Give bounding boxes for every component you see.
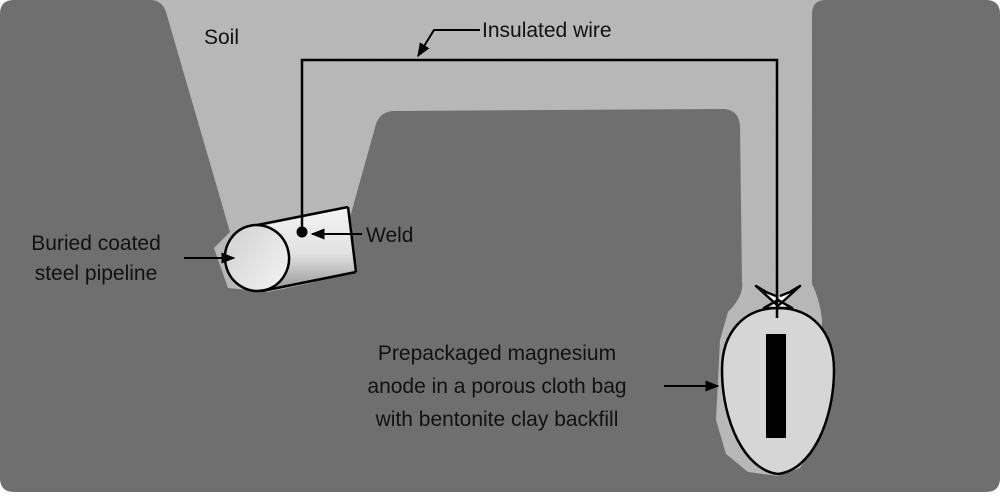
insulated-wire — [300, 58, 779, 318]
soil-label: Soil — [204, 26, 239, 49]
pipeline-outline — [251, 205, 358, 293]
insulated-wire-label: Insulated wire — [482, 19, 612, 42]
magnesium-anode — [766, 334, 786, 438]
pipeline-label-line1: Buried coated — [31, 232, 161, 255]
weld-label: Weld — [366, 224, 413, 247]
pipeline-label-line2: steel pipeline — [35, 262, 158, 285]
anode-label-line1: Prepackaged magnesium — [378, 342, 616, 365]
pipeline-open-end — [223, 223, 291, 293]
weld-point — [296, 226, 308, 238]
wire-leader-arrow — [417, 29, 480, 58]
anode-label-line3: with bentonite clay backfill — [375, 408, 619, 431]
anode-label-line2: anode in a porous cloth bag — [367, 375, 626, 398]
